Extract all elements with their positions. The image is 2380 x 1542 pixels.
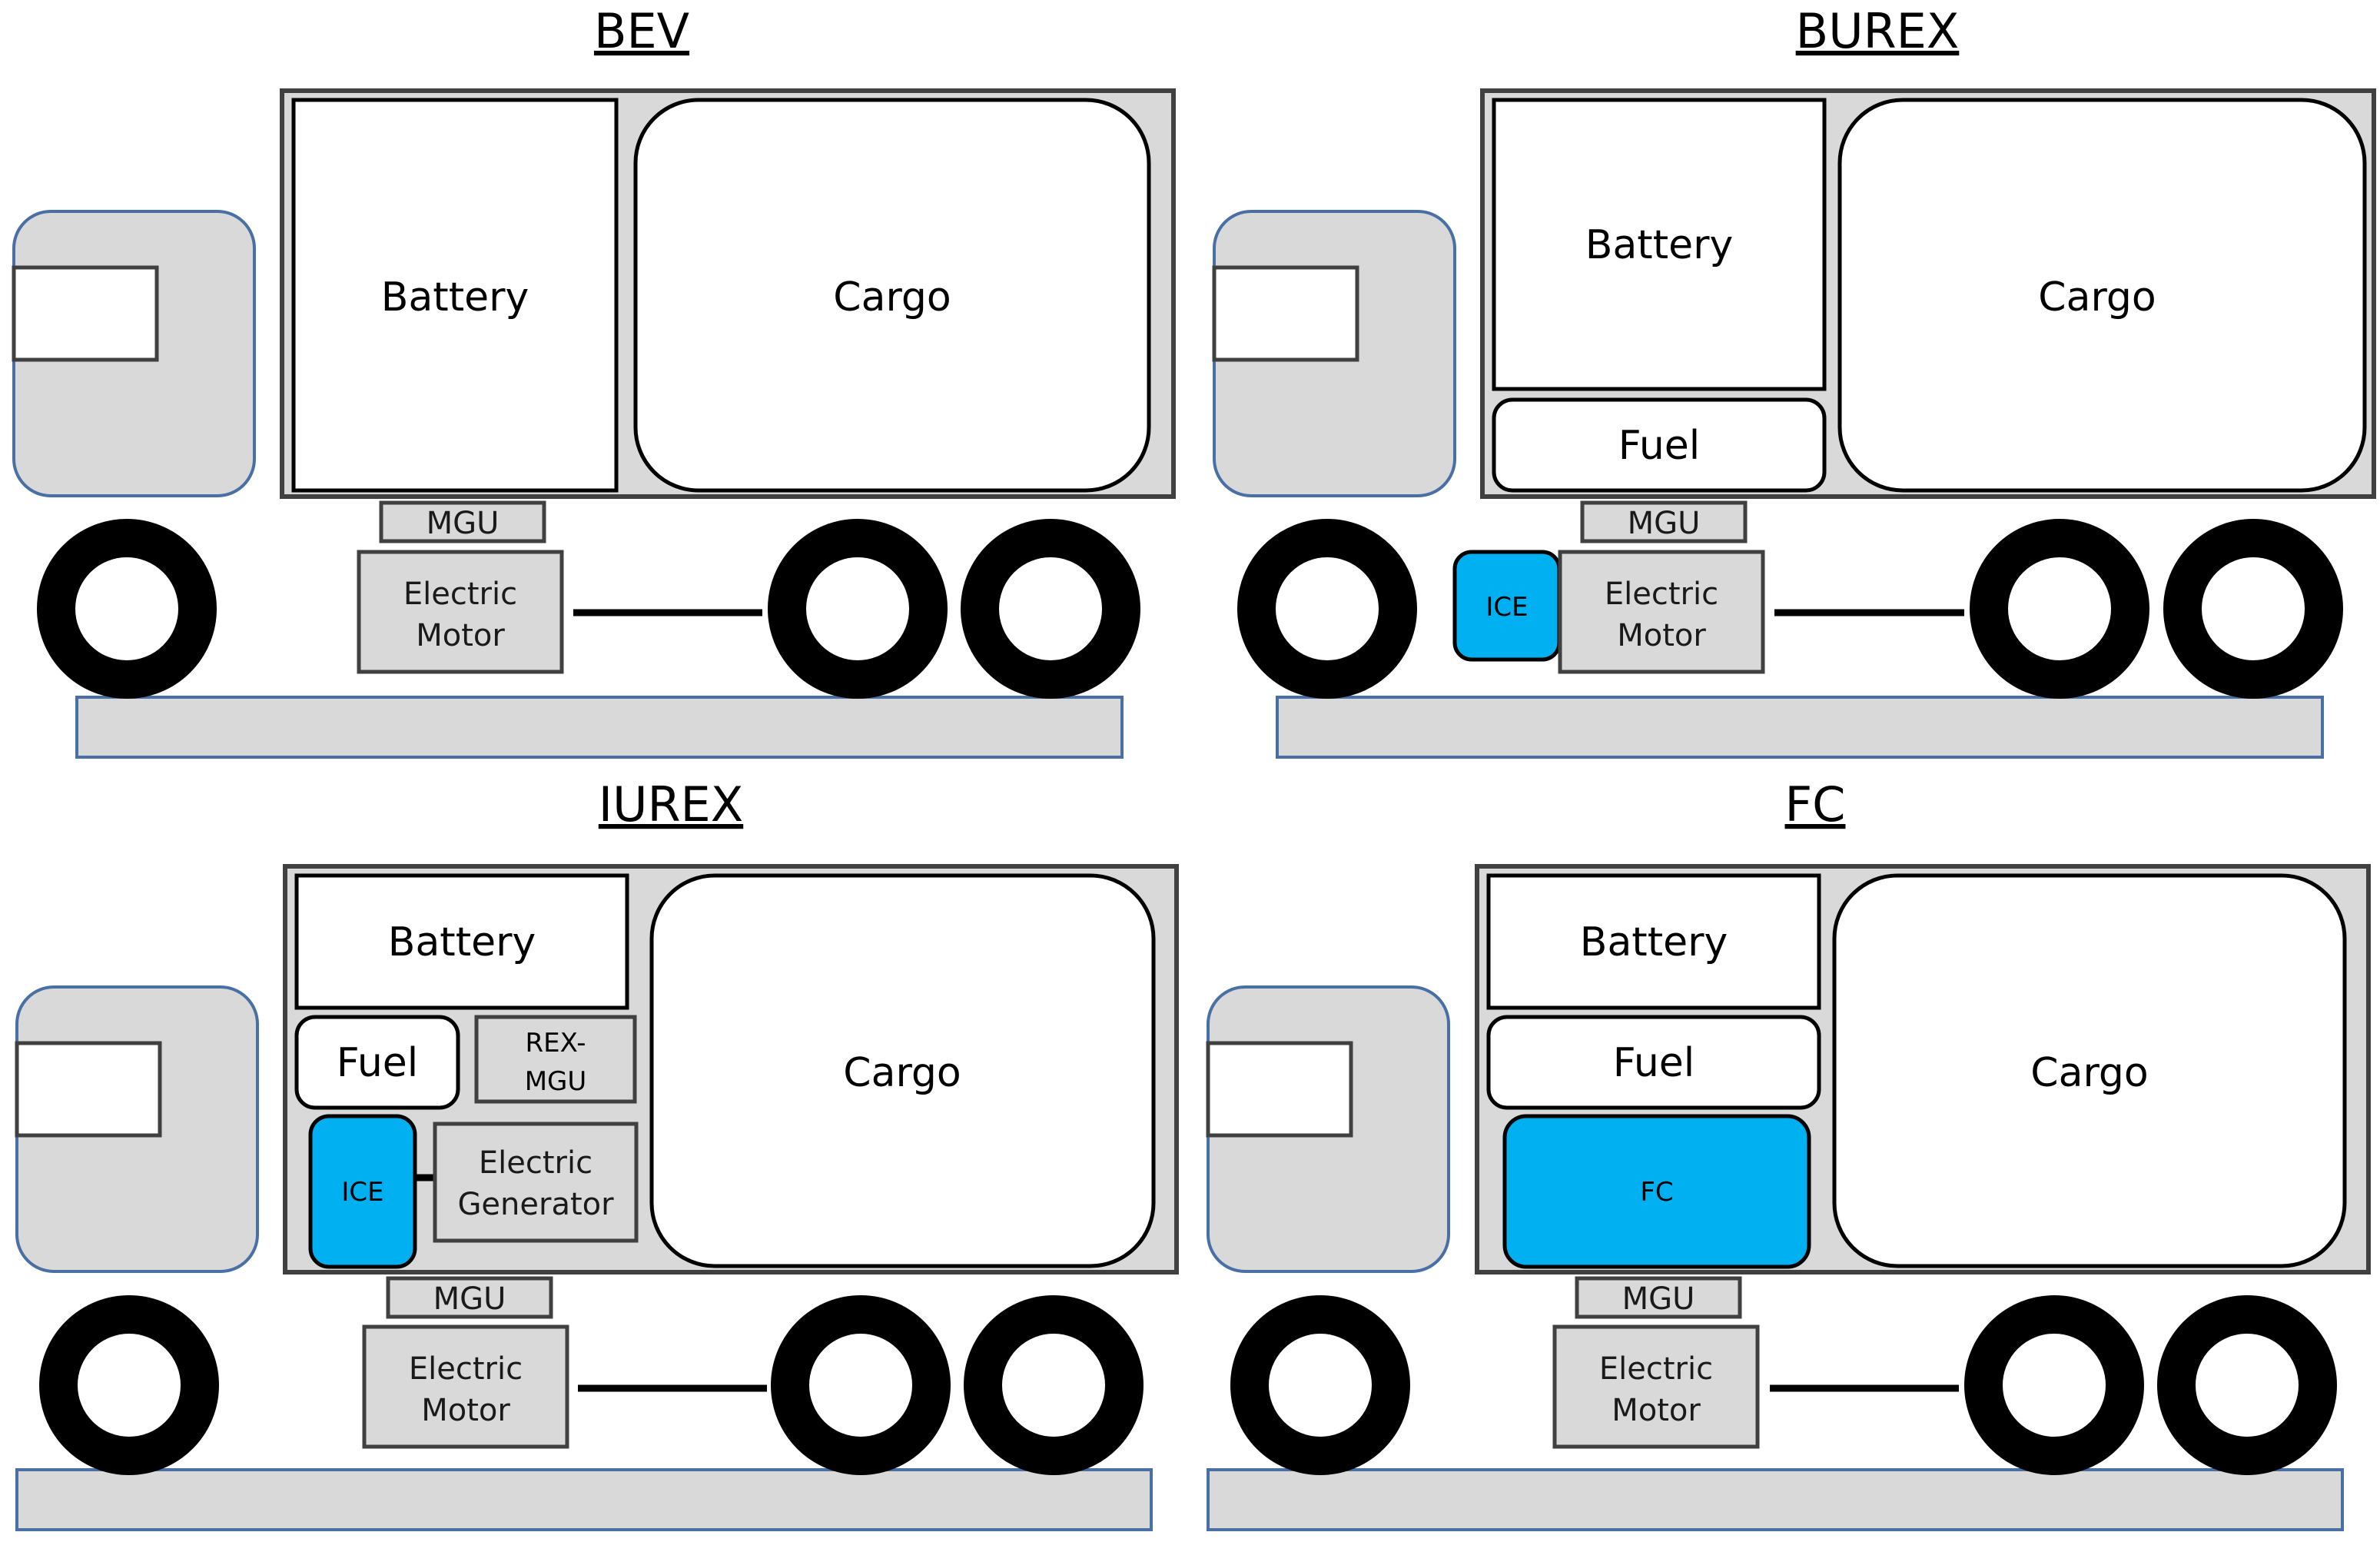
rex-mgu-box [474, 1015, 637, 1104]
panel-fc: FC Battery Fuel FC Cargo MGU Electric Mo… [1206, 776, 2371, 1531]
cab-window [15, 1041, 162, 1138]
truck-cab-icon [15, 985, 259, 1273]
wheel-icon [1230, 1295, 1410, 1475]
battery-label: Battery [1585, 222, 1733, 268]
battery-box [291, 98, 619, 493]
wheel-icon [768, 519, 948, 699]
wheel-icon [1970, 519, 2149, 699]
fuel-cell-box [1502, 1114, 1811, 1269]
battery-label: Battery [1580, 919, 1728, 965]
electric-generator-label-2: Generator [457, 1187, 614, 1222]
fuel-label: Fuel [337, 1040, 418, 1086]
fuel-box [1492, 397, 1827, 493]
electric-motor-label-1: Electric [403, 577, 517, 612]
battery-box [294, 873, 629, 1010]
panel-title-bev: BEV [594, 3, 689, 59]
panel-burex: BUREX Battery Fuel Cargo MGU ICE Electri… [1212, 3, 2376, 759]
truck-cab-icon [1212, 210, 1456, 497]
electric-motor-box [357, 550, 564, 674]
mgu-label: MGU [1628, 506, 1701, 541]
electric-motor-label-1: Electric [409, 1351, 523, 1387]
wheel-icon [1964, 1295, 2144, 1475]
rex-mgu-label-1: REX- [526, 1028, 586, 1058]
ice-box [308, 1114, 417, 1269]
panel-iurex: IUREX Battery Fuel REX- MGU ICE Electric… [15, 776, 1179, 1531]
electric-motor-label-2: Motor [416, 618, 505, 653]
ice-label: ICE [1485, 592, 1528, 623]
electric-motor-box [362, 1324, 569, 1449]
rex-mgu-label-2: MGU [525, 1066, 587, 1097]
chassis-bar [15, 1468, 1153, 1531]
wheel-icon [2157, 1295, 2337, 1475]
fuel-cell-label: FC [1640, 1177, 1673, 1208]
cab-window [1206, 1041, 1353, 1138]
cargo-label: Cargo [843, 1050, 961, 1096]
wheel-icon [39, 1295, 219, 1475]
electric-generator-label-1: Electric [479, 1145, 593, 1181]
mgu-label: MGU [1622, 1281, 1695, 1317]
electric-motor-label-1: Electric [1599, 1351, 1713, 1387]
mgu-label: MGU [427, 506, 500, 541]
battery-box [1492, 98, 1827, 391]
wheel-icon [1237, 519, 1417, 699]
cab-window [12, 265, 159, 362]
truck-cab-icon [1206, 985, 1450, 1273]
cargo-label: Cargo [2038, 274, 2156, 321]
ice-label: ICE [341, 1177, 383, 1208]
panel-title-fc: FC [1785, 776, 1846, 832]
electric-motor-label-2: Motor [1612, 1393, 1701, 1428]
fuel-label: Fuel [1613, 1040, 1695, 1086]
panel-title-burex: BUREX [1796, 3, 1960, 59]
fuel-box [294, 1015, 460, 1110]
wheel-icon [37, 519, 217, 699]
cargo-box [1832, 873, 2347, 1268]
mgu-box [1575, 1276, 1742, 1319]
electric-motor-box [1552, 1324, 1760, 1449]
electric-motor-box [1558, 550, 1765, 674]
wheel-icon [2163, 519, 2343, 699]
mgu-box [379, 500, 546, 543]
battery-box [1486, 873, 1821, 1010]
chassis-bar [1207, 1468, 2344, 1531]
fuel-label: Fuel [1618, 423, 1700, 469]
cargo-label: Cargo [833, 274, 951, 321]
mgu-label: MGU [433, 1281, 506, 1317]
fuel-box [1486, 1015, 1821, 1110]
cargo-label: Cargo [2030, 1050, 2148, 1096]
wheel-icon [771, 1295, 951, 1475]
electric-motor-label-1: Electric [1605, 577, 1718, 612]
electric-motor-label-2: Motor [1617, 618, 1706, 653]
mgu-box [1580, 500, 1748, 543]
cargo-box [1837, 98, 2367, 493]
wheel-icon [961, 519, 1140, 699]
panel-title-iurex: IUREX [599, 776, 743, 832]
battery-label: Battery [381, 274, 529, 321]
chassis-bar [1276, 696, 2324, 759]
cab-window [1212, 265, 1359, 362]
cargo-box [633, 98, 1151, 493]
electric-generator-box [433, 1122, 639, 1243]
chassis-bar [75, 696, 1124, 759]
wheel-icon [964, 1295, 1144, 1475]
truck-cab-icon [12, 210, 256, 497]
electric-motor-label-2: Motor [421, 1393, 510, 1428]
mgu-box [386, 1276, 553, 1319]
panel-bev: BEV Battery Cargo MGU Electric Motor [12, 3, 1176, 759]
cargo-box [649, 873, 1156, 1268]
battery-label: Battery [388, 919, 536, 965]
